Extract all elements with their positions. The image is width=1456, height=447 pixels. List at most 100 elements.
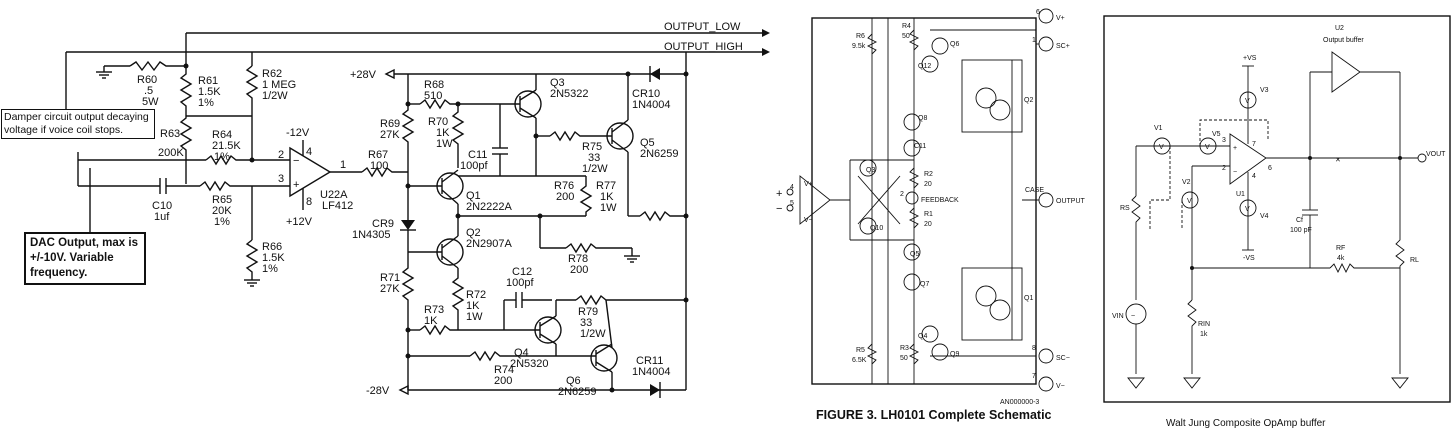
- mid-q9: Q9: [950, 351, 959, 358]
- mid-q5: Q5: [910, 251, 919, 258]
- r65-value: 20K: [212, 205, 232, 217]
- cr9-ref: CR9: [372, 218, 394, 230]
- q5-part: 2N6259: [640, 148, 679, 160]
- u22a-pin3: 3: [278, 173, 284, 185]
- r77-value: 1K: [600, 191, 614, 203]
- r69-value: 27K: [380, 129, 400, 141]
- rt-pin6: 6: [1268, 165, 1272, 172]
- u22a-pin4: 4: [306, 146, 312, 158]
- r68-value: 510: [424, 90, 442, 102]
- cr9-part: 1N4305: [352, 229, 391, 241]
- pin8-label: SC−: [1056, 355, 1070, 362]
- r72-value: 1K: [466, 300, 480, 312]
- mid-r1: R1: [924, 211, 933, 218]
- r62-ref: R62: [262, 68, 282, 80]
- r65-ref: R65: [212, 194, 232, 206]
- r66-ref: R66: [262, 241, 282, 253]
- u22a-plus: +: [293, 179, 299, 191]
- svg-text:V: V: [1245, 206, 1250, 213]
- r73-ref: R73: [424, 304, 444, 316]
- rt-plus: +: [1233, 145, 1237, 152]
- r64-tol: 1%: [214, 151, 230, 163]
- mid-r1v: 20: [924, 221, 932, 228]
- mid-pin-plus: 4: [790, 184, 794, 191]
- rt-u1: U1: [1236, 191, 1245, 198]
- u22a-pin2: 2: [278, 149, 284, 161]
- mid-vminus: V−: [804, 217, 813, 224]
- rt-rl: RL: [1410, 257, 1419, 264]
- mid-c11: C11: [914, 143, 926, 150]
- r60-value: .5: [144, 85, 153, 97]
- r72-ref: R72: [466, 289, 486, 301]
- r71-value: 27K: [380, 283, 400, 295]
- r79-ref: R79: [578, 306, 598, 318]
- r78-value: 200: [570, 264, 588, 276]
- mid-r2: R2: [924, 171, 933, 178]
- rt-rin: RIN: [1198, 321, 1210, 328]
- pin2-label: FEEDBACK: [921, 197, 959, 204]
- mid-r2v: 20: [924, 181, 932, 188]
- r74-value: 200: [494, 375, 512, 387]
- r75-ref: R75: [582, 141, 602, 153]
- r73-value: 1K: [424, 315, 438, 327]
- pin1-label: SC+: [1056, 43, 1070, 50]
- rt-v4: V4: [1260, 213, 1269, 220]
- rt-rs: RS: [1120, 205, 1130, 212]
- middle-schematic: 6 V+ 1 SC+ 2 FEEDBACK CASE OUTPUT 8 SC− …: [776, 8, 1086, 406]
- r71-ref: R71: [380, 272, 400, 284]
- r70-ref: R70: [428, 116, 448, 128]
- mid-minus: −: [776, 203, 782, 215]
- mid-r5: R5: [856, 347, 865, 354]
- svg-text:V: V: [1245, 98, 1250, 105]
- mid-q3: Q3: [866, 167, 875, 174]
- rt-pin7: 7: [1252, 141, 1256, 148]
- r79-power: 1/2W: [580, 328, 606, 340]
- u22a-minus: −: [293, 155, 299, 167]
- rt-cf-v: 100 pF: [1290, 227, 1312, 234]
- left-schematic: OUTPUT_LOW OUTPUT_HIGH R60 .5 5W R61 1.5…: [65, 21, 770, 398]
- q1-part: 2N2222A: [466, 201, 513, 213]
- q4-part: 2N5320: [510, 358, 549, 370]
- r64-value: 21.5K: [212, 140, 241, 152]
- r63-value: 200K: [158, 147, 184, 159]
- mid-r6v: 9.5k: [852, 43, 866, 50]
- q2-ref: Q2: [466, 227, 481, 239]
- rt-vin: VIN: [1112, 313, 1124, 320]
- c10-ref: C10: [152, 200, 172, 212]
- cr10-ref: CR10: [632, 88, 660, 100]
- q3-transistor: [514, 90, 542, 118]
- r60-ref: R60: [137, 74, 157, 86]
- c12-value: 100pf: [506, 277, 534, 289]
- r66-tol: 1%: [262, 263, 278, 275]
- r67-value: 100: [370, 160, 388, 172]
- mid-r4: R4: [902, 23, 911, 30]
- output-high-label: OUTPUT_HIGH: [664, 41, 743, 53]
- walt-jung-caption: Walt Jung Composite OpAmp buffer: [1166, 418, 1326, 429]
- mid-q12: Q12: [918, 63, 931, 70]
- r61-tol: 1%: [198, 97, 214, 109]
- r68-ref: R68: [424, 79, 444, 91]
- r64-ref: R64: [212, 129, 232, 141]
- q3-ref: Q3: [550, 77, 565, 89]
- c11-ref: C11: [468, 149, 487, 161]
- u22a-name: U22A: [320, 189, 348, 201]
- q2-part: 2N2907A: [466, 238, 513, 250]
- right-schematic: U2 Output buffer + − 3 2 7 4 6 U1 +VS V …: [1103, 15, 1451, 403]
- output-low-label: OUTPUT_LOW: [664, 21, 741, 33]
- mid-r3: R3: [900, 345, 909, 352]
- r69-ref: R69: [380, 118, 400, 130]
- rt-rf: RF: [1336, 245, 1345, 252]
- mid-q4: Q4: [918, 333, 927, 340]
- mid-r5v: 6.5K: [852, 357, 867, 364]
- mid-vplus: V+: [804, 181, 813, 188]
- svg-text:✕: ✕: [1335, 157, 1341, 164]
- r67-ref: R67: [368, 149, 388, 161]
- rt-minus: −: [1233, 169, 1237, 176]
- mid-q2: Q2: [1024, 97, 1033, 104]
- u22a-opamp: [289, 146, 332, 198]
- neg28-label: -28V: [366, 385, 390, 397]
- u22a-part: LF412: [322, 200, 353, 212]
- r78-ref: R78: [568, 253, 588, 265]
- q6-transistor: [590, 344, 618, 372]
- r76-value: 200: [556, 191, 574, 203]
